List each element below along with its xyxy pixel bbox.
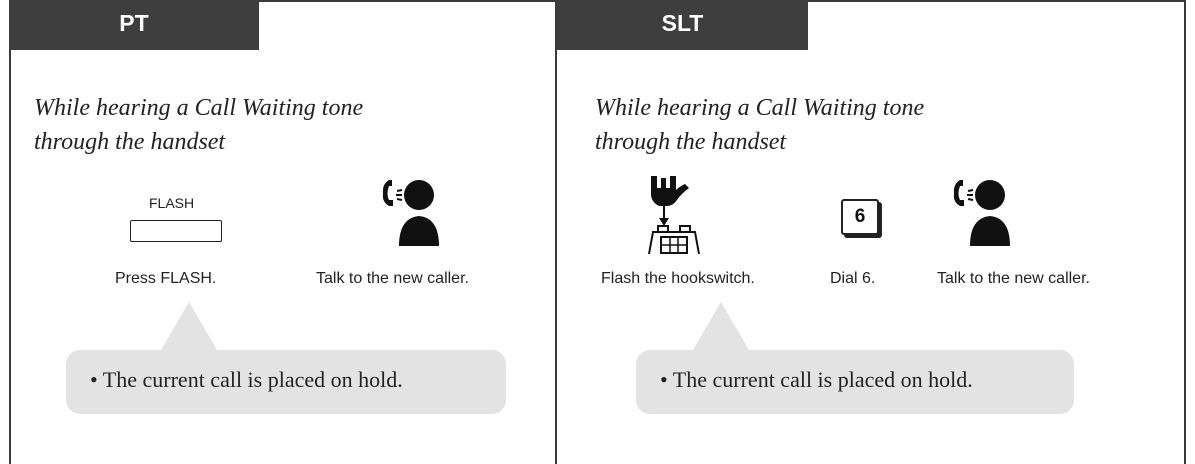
flash-key-label: FLASH	[149, 195, 195, 211]
slt-tab: SLT	[557, 0, 808, 50]
pt-step1-caption: Press FLASH.	[115, 270, 217, 287]
slt-note-callout: • The current call is placed on hold.	[636, 350, 1074, 414]
slt-callout-pointer	[693, 302, 749, 350]
flash-key	[130, 220, 222, 242]
slt-note-text: • The current call is placed on hold.	[660, 367, 973, 392]
pt-instruction-line1: While hearing a Call Waiting tone	[34, 95, 364, 121]
slt-instruction-line2: through the handset	[595, 129, 787, 155]
slt-panel: SLT While hearing a Call Waiting tone th…	[557, 0, 1186, 464]
dial-6-key: 6	[841, 199, 879, 235]
pt-tab: PT	[9, 0, 259, 50]
pt-step2-caption: Talk to the new caller.	[316, 270, 469, 287]
slt-instruction-line1: While hearing a Call Waiting tone	[595, 95, 925, 121]
person-talking-on-handset-icon	[382, 180, 439, 246]
pt-panel: PT While hearing a Call Waiting tone thr…	[9, 0, 557, 464]
hand-pressing-hookswitch-icon	[648, 176, 700, 255]
pt-note-callout: • The current call is placed on hold.	[66, 350, 506, 414]
slt-step3-caption: Talk to the new caller.	[937, 270, 1090, 287]
person-talking-on-handset-icon	[953, 180, 1010, 246]
slt-step2-caption: Dial 6.	[830, 270, 876, 287]
slt-step1-caption: Flash the hookswitch.	[601, 270, 755, 287]
pt-callout-pointer	[161, 302, 217, 350]
pt-instruction-line2: through the handset	[34, 129, 226, 155]
pt-note-text: • The current call is placed on hold.	[90, 367, 403, 392]
